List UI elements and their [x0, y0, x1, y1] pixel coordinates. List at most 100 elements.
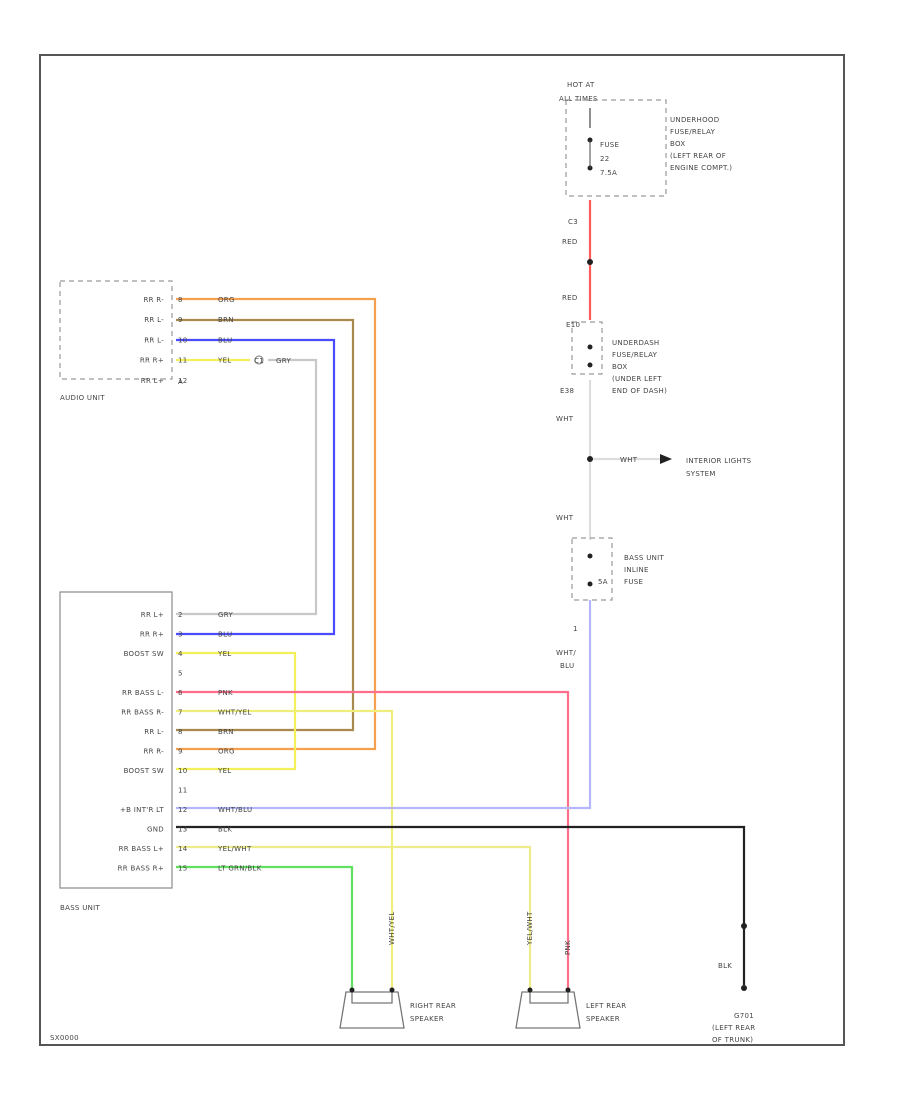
- audio-connector-a: A: [178, 378, 183, 386]
- audio-unit-outline: [59, 280, 173, 380]
- audio-pin-wire-color: ORG: [218, 296, 235, 304]
- bass-pin-number: 12: [178, 806, 188, 814]
- wire-lt-grn-blk: [176, 865, 354, 988]
- bass-pin-wire-color: BLU: [218, 631, 232, 639]
- wht-blu-label-2: BLU: [560, 662, 574, 670]
- bass-fuse-amperage: 5A: [598, 578, 608, 586]
- bass-pin-label: +B INT'R LT: [120, 806, 164, 814]
- fuse-amperage: 7.5A: [600, 169, 617, 177]
- fuse-number: 22: [600, 155, 610, 163]
- hot-at-label: HOT AT: [567, 81, 595, 89]
- ground-g701: BLK G701 (LEFT REAR OF TRUNK): [712, 923, 755, 1044]
- bass-fuse-pin: 1: [573, 625, 578, 633]
- bass-pin-wire-color: ORG: [218, 748, 235, 756]
- bass-pin-number: 2: [178, 611, 183, 619]
- wire-brn: [176, 318, 355, 732]
- all-times-label: ALL TIMES: [559, 95, 598, 103]
- ground-splice-top: [741, 923, 747, 929]
- bass-pin-label: RR R+: [140, 631, 164, 639]
- diagram-id: SX0000: [50, 1034, 79, 1042]
- wire-blu: [176, 338, 336, 636]
- left-speaker-line-2: SPEAKER: [586, 1015, 620, 1023]
- bass-pin-number: 10: [178, 767, 188, 775]
- bass-pin-wire-color: BLK: [218, 826, 232, 834]
- bass-pin-label: RR BASS L-: [122, 689, 164, 697]
- bass-pin-label: RR L+: [141, 611, 164, 619]
- audio-pin-number: 8: [178, 296, 183, 304]
- connector-c3: C3: [568, 218, 578, 226]
- diagram-frame: [39, 54, 845, 1046]
- power-source: HOT AT ALL TIMES FUSE 22 7.5A UNDERHOOD …: [559, 81, 732, 302]
- underdash-line-5: END OF DASH): [612, 387, 667, 395]
- dash-fuse-top: [587, 344, 593, 350]
- wire-gry: [176, 358, 318, 616]
- bass-fuse-line-2: INLINE: [624, 566, 649, 574]
- underdash-line-1: UNDERDASH: [612, 339, 660, 347]
- bass-pin-wire-color: YEL/WHT: [217, 845, 252, 853]
- underhood-box-line-1: UNDERHOOD: [670, 116, 719, 124]
- wire-wht-yel: [176, 709, 394, 988]
- gry-splice-label: C1: [254, 357, 264, 365]
- right-rear-speaker: RIGHT REAR SPEAKER WHT/YEL: [339, 911, 456, 1029]
- gry-wire-label: GRY: [276, 357, 291, 365]
- underdash-line-2: FUSE/RELAY: [612, 351, 658, 359]
- red-splice: [587, 259, 593, 265]
- bass-pin-label: RR L-: [144, 728, 164, 736]
- underdash-fuse-box: E10 UNDERDASH FUSE/RELAY BOX (UNDER LEFT…: [556, 321, 751, 522]
- bass-pin-label: BOOST SW: [124, 767, 164, 775]
- wire-red-label-1: RED: [562, 238, 578, 246]
- bass-pin-wire-color: LT GRN/BLK: [218, 865, 262, 873]
- audio-pin-label: RR L-: [144, 336, 164, 344]
- bass-pin-label: RR BASS R+: [118, 865, 164, 873]
- bass-pin-number: 11: [178, 787, 188, 795]
- bass-pin-wire-color: GRY: [218, 611, 233, 619]
- bass-pin-wire-color: YEL: [217, 650, 232, 658]
- wire-wht-blu: [176, 600, 592, 810]
- bass-pin-number: 3: [178, 631, 183, 639]
- ground-point-icon: [741, 985, 747, 991]
- right-speaker-line-2: SPEAKER: [410, 1015, 444, 1023]
- ground-wire-label: BLK: [718, 962, 732, 970]
- connector-e38: E38: [560, 387, 574, 395]
- bass-pin-wire-color: PNK: [218, 689, 233, 697]
- bass-pin-label: BOOST SW: [124, 650, 164, 658]
- audio-pin-label: RR R+: [140, 357, 164, 365]
- left-speaker-wire-label: YEL/WHT: [526, 911, 534, 946]
- bass-pin-number: 5: [178, 670, 183, 678]
- bass-pin-number: 8: [178, 728, 183, 736]
- gry-splice-point: [254, 355, 264, 365]
- bass-pin-label: RR BASS R-: [121, 709, 164, 717]
- underhood-fuse-box: [565, 99, 667, 197]
- audio-pin-wire-color: YEL: [217, 357, 232, 365]
- bass-fuse-bottom: [587, 581, 593, 587]
- wire-yel-wht: [176, 845, 532, 988]
- audio-pin-label: RR L+: [141, 377, 164, 385]
- wire-blk: [176, 825, 746, 985]
- bass-fuse-outline: [571, 537, 613, 601]
- audio-pin-number: 10: [178, 336, 188, 344]
- wire-wht-label-1: WHT: [556, 415, 574, 423]
- bass-pin-wire-color: WHT/YEL: [218, 709, 252, 717]
- audio-pin-label: RR R-: [143, 296, 164, 304]
- audio-pin-label: RR L-: [144, 316, 164, 324]
- bass-pin-wire-color: WHT/BLU: [218, 806, 252, 814]
- bass-pin-wire-color: BRN: [218, 728, 234, 736]
- bass-unit-outline: [59, 591, 173, 889]
- wire-wht-label-2: WHT: [620, 456, 638, 464]
- bass-pin-label: GND: [147, 826, 164, 834]
- ground-location-line-2: OF TRUNK): [712, 1036, 753, 1044]
- underhood-box-line-3: BOX: [670, 140, 685, 148]
- bass-pin-number: 9: [178, 748, 183, 756]
- ground-code: G701: [734, 1012, 754, 1020]
- bass-pin-number: 14: [178, 845, 188, 853]
- audio-pin-number: 9: [178, 316, 183, 324]
- bass-pin-wire-color: YEL: [217, 767, 232, 775]
- wire-red-label-2: RED: [562, 294, 578, 302]
- wire-org: [176, 297, 377, 751]
- bass-inline-fuse: 5A BASS UNIT INLINE FUSE 1 WHT/ BLU: [556, 537, 664, 670]
- arrow-right-icon: [660, 454, 672, 464]
- ground-location-line-1: (LEFT REAR: [712, 1024, 755, 1032]
